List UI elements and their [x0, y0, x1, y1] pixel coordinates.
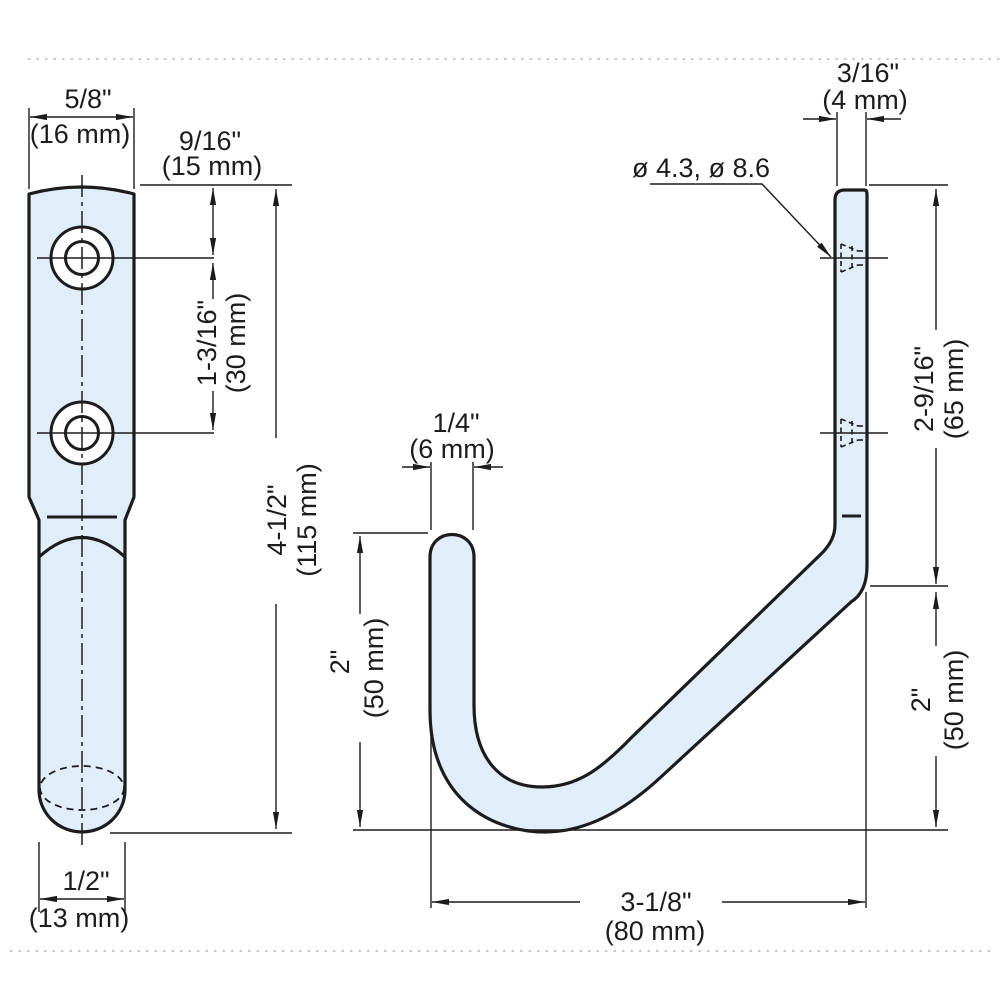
label-thickness-in: 3/16": [837, 58, 899, 88]
label-upper-height-mm: (65 mm): [939, 339, 969, 440]
label-hook-height-in: 2": [325, 650, 355, 675]
label-depth-mm: (80 mm): [605, 916, 706, 946]
label-tip-thickness-in: 1/4": [432, 408, 479, 438]
label-bottom-width-in: 1/2": [62, 866, 109, 896]
countersink-hole-1: [820, 243, 888, 273]
label-total-length-mm: (115 mm): [292, 463, 322, 577]
hidden-end-ellipse: [39, 765, 125, 811]
side-view: [428, 188, 888, 834]
label-lower-height-in: 2": [906, 688, 936, 713]
label-top-to-hole-mm: (15 mm): [162, 151, 263, 181]
countersink-hole-2: [820, 418, 888, 448]
label-top-width-mm: (16 mm): [30, 119, 131, 149]
label-bottom-width-mm: (13 mm): [29, 903, 130, 933]
label-top-width-in: 5/8": [64, 84, 111, 114]
front-view: [27, 175, 214, 848]
label-lower-height-mm: (50 mm): [939, 650, 969, 751]
label-top-to-hole-in: 9/16": [179, 126, 241, 156]
label-depth-in: 3-1/8": [620, 887, 691, 917]
label-hole-note: ø 4.3, ø 8.6: [632, 153, 770, 183]
extension-lines: [28, 108, 948, 912]
label-thickness-mm: (4 mm): [822, 85, 907, 115]
label-upper-height-in: 2-9/16": [909, 346, 939, 432]
hole-note-leader: [650, 183, 832, 258]
dimension-lines: [30, 113, 940, 906]
side-view-body: [428, 188, 869, 834]
label-hole-spacing-mm: (30 mm): [221, 293, 251, 394]
label-hook-height-mm: (50 mm): [359, 618, 389, 719]
label-tip-thickness-mm: (6 mm): [409, 434, 494, 464]
dimension-labels: 5/8" (16 mm) 9/16" (15 mm) 1-3/16" (30 m…: [29, 58, 969, 946]
label-hole-spacing-in: 1-3/16": [192, 300, 222, 386]
label-total-length-in: 4-1/2": [262, 484, 292, 555]
